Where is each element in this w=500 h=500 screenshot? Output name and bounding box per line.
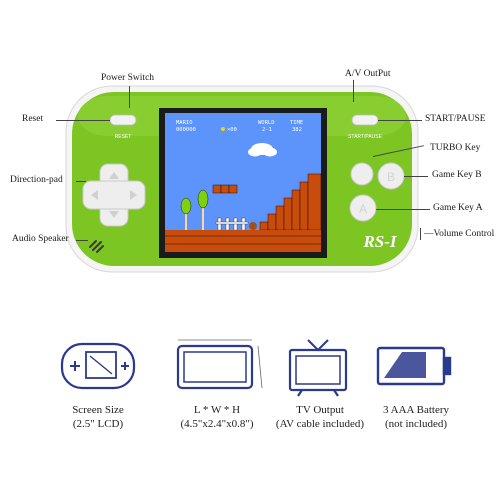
hud-time-value: 382	[292, 127, 302, 133]
brand-logo: RS-I	[362, 232, 397, 251]
feature-dimensions: L * W * H (4.5"x2.4"x0.8")	[162, 403, 272, 431]
callout-game-key-a: Game Key A	[433, 203, 483, 213]
game-key-b-leader	[404, 176, 428, 177]
av-output-leader	[353, 80, 354, 102]
game-key-a-leader	[376, 209, 430, 210]
reset-button[interactable]	[109, 114, 137, 126]
turbo-button[interactable]	[350, 162, 374, 186]
start-pause-label: START/PAUSE	[348, 134, 383, 140]
reset-label: RESET	[115, 134, 132, 140]
hud-world-value: 2-1	[262, 127, 272, 133]
start-pause-leader	[378, 120, 422, 121]
feature-battery: 3 AAA Battery (not included)	[366, 403, 466, 431]
dimensions-device-icon	[176, 339, 263, 390]
hud-score: 000000	[176, 127, 196, 133]
ground	[165, 230, 321, 252]
coin-icon	[221, 127, 225, 131]
feature-tv-output-detail: (AV cable included)	[275, 418, 365, 430]
start-pause-button[interactable]	[351, 114, 379, 126]
tv-icon	[288, 339, 348, 397]
callout-direction-pad: Direction-pad	[10, 175, 63, 185]
game-key-b-letter: B	[387, 170, 395, 184]
callout-game-key-b: Game Key B	[432, 170, 482, 180]
handheld-console-icon	[60, 342, 136, 390]
feature-tv-output: TV Output (AV cable included)	[268, 403, 372, 431]
brick-staircase	[259, 173, 322, 231]
callout-reset: Reset	[22, 114, 44, 124]
power-switch-leader	[129, 86, 130, 108]
reset-leader	[56, 120, 110, 121]
callout-audio-speaker: Audio Speaker	[12, 234, 69, 244]
battery-icon	[376, 346, 452, 386]
direction-pad[interactable]	[82, 163, 146, 227]
feature-tv-output-title: TV Output	[296, 404, 344, 416]
callout-start-pause: START/PAUSE	[425, 114, 486, 124]
hud-time-label: TIME	[290, 120, 303, 126]
handheld-console: RESET START/PAUSE B A RS-I	[65, 85, 419, 273]
floating-bricks	[212, 184, 238, 194]
feature-battery-detail: (not included)	[384, 418, 447, 430]
hud-player-name: MARIO	[176, 120, 193, 126]
audio-speaker-leader	[76, 240, 88, 241]
callout-av-output: A/V OutPut	[345, 69, 391, 79]
direction-pad-leader	[76, 181, 86, 182]
callout-turbo-key: TURBO Key	[430, 143, 481, 153]
goomba-icon	[249, 222, 257, 230]
volume-control-tick	[420, 228, 421, 240]
game-key-a-letter: A	[359, 202, 367, 216]
cloud-icon	[248, 143, 277, 157]
feature-battery-title: 3 AAA Battery	[383, 404, 449, 416]
feature-icons	[60, 339, 452, 397]
callout-power-switch: Power Switch	[101, 73, 155, 83]
feature-screen-size-title: Screen Size	[72, 404, 124, 416]
feature-screen-size-detail: (2.5" LCD)	[72, 418, 124, 430]
hud-coins: ×00	[227, 127, 237, 133]
hud-world-label: WORLD	[258, 120, 275, 126]
callout-volume-control: —Volume Control	[424, 229, 495, 239]
fence	[215, 217, 249, 231]
tree-icon	[180, 189, 209, 230]
feature-screen-size: Screen Size (2.5" LCD)	[48, 403, 148, 431]
game-key-a-button[interactable]	[349, 194, 377, 222]
feature-dimensions-title: L * W * H	[193, 404, 241, 416]
feature-dimensions-detail: (4.5"x2.4"x0.8")	[180, 418, 254, 430]
speaker-grille	[89, 240, 104, 253]
